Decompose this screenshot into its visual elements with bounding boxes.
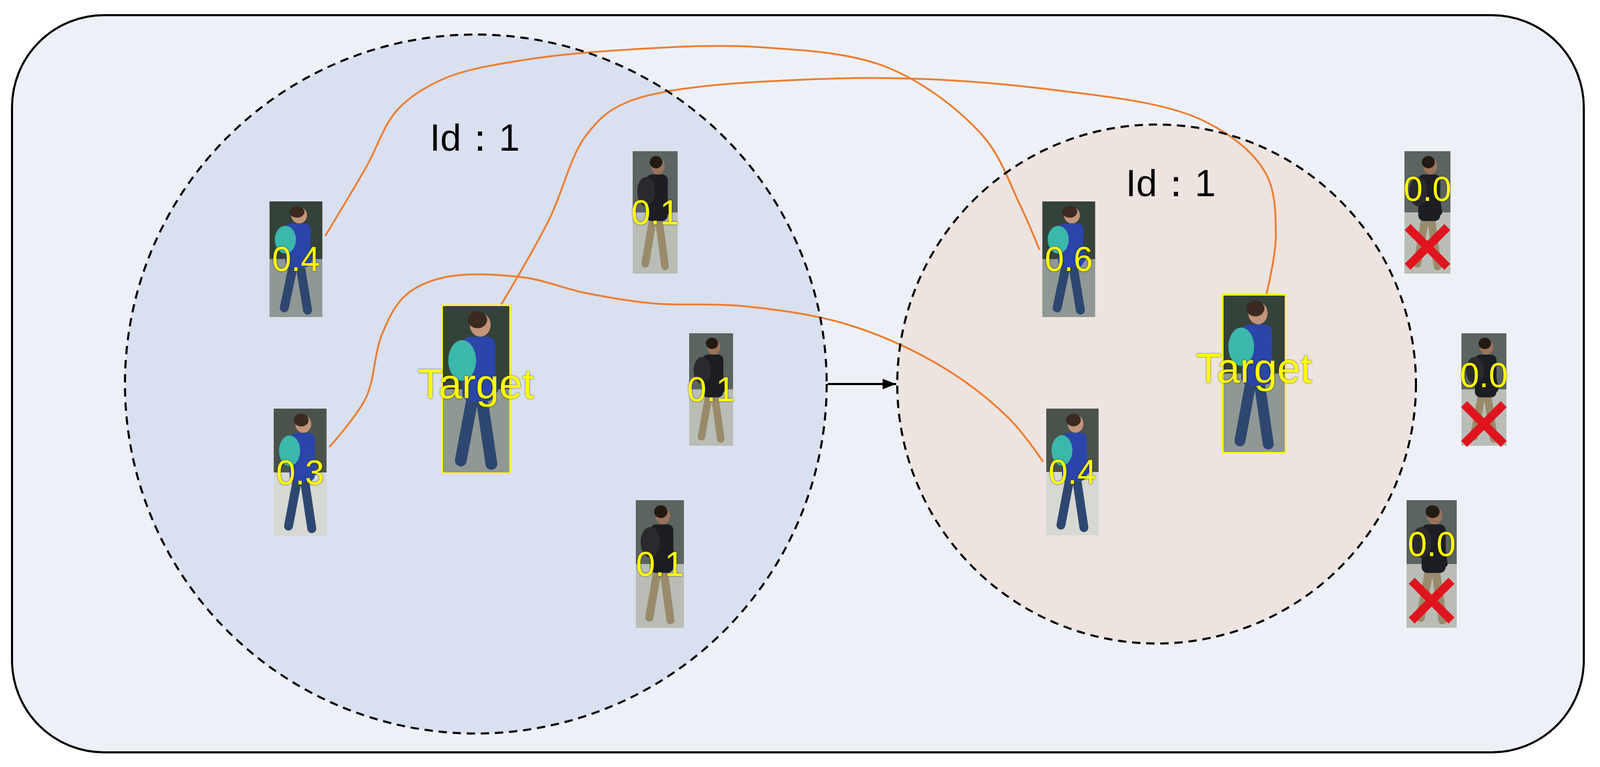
circle-fill — [124, 34, 827, 734]
person-hair — [1066, 413, 1081, 427]
photo-ground — [1404, 212, 1451, 274]
score-label: 0.0 — [1459, 356, 1508, 395]
person-figure — [1406, 499, 1457, 628]
score-label: 0.4 — [1048, 452, 1097, 491]
score-label: 0.1 — [687, 370, 736, 409]
photo-ground — [1406, 499, 1457, 564]
person-crop: Target — [1190, 293, 1318, 454]
flow-arrow — [827, 382, 897, 385]
person-crop: 0.1 — [625, 151, 685, 274]
person-figure — [273, 408, 327, 536]
person-hair — [1421, 155, 1435, 168]
match-curve — [501, 77, 1276, 305]
score-label: 0.4 — [271, 240, 320, 279]
id-circle: Id：10.40.1Target0.10.30.1 — [123, 33, 828, 735]
person-crop: 0.1 — [681, 333, 741, 446]
person-crop: 0.4 — [1043, 408, 1102, 535]
person-photo — [1402, 499, 1461, 628]
reject-cross — [1411, 580, 1452, 621]
score-label: 0.1 — [631, 193, 680, 232]
person-crop: 0.0 — [1398, 151, 1457, 274]
score-label: 0.3 — [276, 453, 325, 492]
reject-cross — [1464, 403, 1504, 444]
person-crop: 0.0 — [1402, 499, 1461, 628]
reject-cross — [1407, 226, 1448, 267]
person-hair — [289, 205, 305, 217]
person-figure — [1046, 408, 1099, 535]
person-hair — [293, 413, 309, 427]
circle-fill — [897, 124, 1416, 644]
person-hair — [467, 311, 487, 328]
person-crop: 0.4 — [266, 201, 326, 317]
outer-panel — [12, 15, 1584, 752]
score-label: 0.6 — [1044, 240, 1093, 279]
person-hair — [1246, 300, 1264, 317]
person-hair — [649, 155, 663, 168]
dashed-circle — [124, 34, 827, 734]
id-label: Id：1 — [429, 117, 520, 159]
target-label: Target — [417, 360, 534, 407]
person-hair — [705, 337, 719, 349]
target-label: Target — [1195, 345, 1312, 392]
dashed-circle — [897, 124, 1416, 644]
score-label: 0.1 — [635, 544, 684, 584]
id-circle: Id：1 0.6Target 0.4 — [896, 123, 1417, 645]
person-hair — [1425, 505, 1440, 518]
person-figure — [269, 201, 323, 317]
id-label: Id：1 — [1125, 162, 1216, 204]
score-label: 0.0 — [1403, 169, 1452, 209]
person-crop: Target — [412, 304, 540, 474]
photo-ground — [1461, 389, 1507, 446]
score-label: 0.0 — [1407, 524, 1456, 564]
person-figure — [1042, 201, 1096, 317]
person-hair — [654, 505, 668, 518]
match-curve — [329, 273, 1044, 462]
person-hair — [1478, 337, 1492, 349]
person-crop: 0.6 — [1039, 201, 1099, 317]
photo-ground — [1406, 563, 1457, 628]
person-crop: 0.3 — [270, 408, 330, 536]
person-crop: 0.1 — [630, 499, 690, 628]
match-curve — [325, 46, 1040, 250]
person-legs — [460, 397, 492, 464]
person-crop: 0.0 — [1454, 333, 1514, 446]
person-hair — [1062, 205, 1078, 217]
person-figure — [635, 499, 684, 628]
